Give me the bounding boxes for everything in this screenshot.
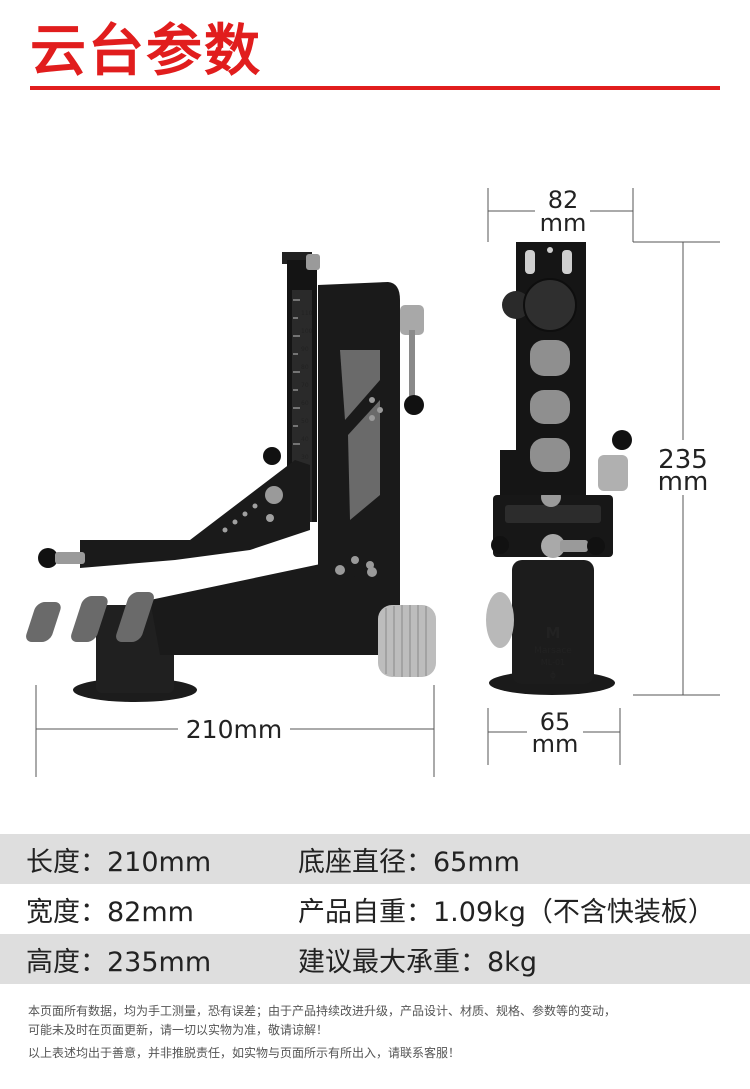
side-upper-lever-shaft	[409, 330, 415, 402]
spec-weight: 产品自重：1.09kg（不含快装板）	[298, 896, 715, 928]
side-scale-tick-110: 110	[301, 310, 313, 317]
front-clamp-ball-left	[491, 536, 509, 554]
front-clamp-knob	[541, 534, 565, 558]
front-plate-slot-right	[562, 250, 572, 274]
front-clamp-plate	[505, 505, 601, 523]
side-left-ball-knob	[38, 548, 58, 568]
side-upper-ball-knob	[404, 395, 424, 415]
front-top-knob	[523, 278, 577, 332]
side-base-body	[96, 605, 174, 693]
side-left-lever	[55, 552, 85, 564]
dim-height-unit: mm	[658, 467, 709, 497]
front-top-knob-back	[502, 291, 530, 319]
front-side-lever	[598, 455, 628, 491]
disclaimer-line-2: 可能未及时在页面更新，请一切以实物为准，敬请谅解！	[28, 1023, 329, 1037]
front-base-body	[512, 560, 594, 684]
spec-max-load: 建议最大承重：8kg	[298, 946, 537, 978]
front-plate-window-3	[530, 438, 570, 472]
side-scale-tick-30: 30	[301, 454, 309, 461]
dim-top-width-value: 82	[548, 186, 579, 214]
side-bracket-ball-knob	[263, 447, 281, 465]
page-title: 云台参数	[30, 19, 262, 84]
front-brand: Marsace	[534, 646, 572, 656]
side-scale-tick-80: 80	[301, 364, 309, 371]
front-view-gimbal-head: M Marsace ML-01 ϕ	[486, 242, 632, 695]
spec-base-diameter: 底座直径：65mm	[298, 846, 520, 878]
front-side-knob	[486, 592, 514, 648]
title-underline	[30, 86, 720, 90]
disclaimer-line-1: 本页面所有数据，均为手工测量，恐有误差；由于产品持续改进升级，产品设计、材质、规…	[28, 1004, 617, 1018]
spec-row: 宽度：82mm 产品自重：1.09kg（不含快装板）	[0, 884, 750, 934]
side-bracket-clamp	[265, 486, 283, 504]
disclaimer-notes: 本页面所有数据，均为手工测量，恐有误差；由于产品持续改进升级，产品设计、材质、规…	[28, 1002, 728, 1063]
side-scale-tick-100: 100	[301, 328, 313, 335]
front-brand-mark: M	[546, 624, 561, 642]
side-scale-tick-90: 90	[301, 346, 309, 353]
side-scale-tick-50: 50	[301, 418, 309, 425]
side-view-gimbal-head: 110 100 90 80 70 60 50 40 30 20 10 0	[26, 252, 436, 702]
dim-top-width-unit: mm	[540, 209, 587, 237]
side-upper-lever	[400, 305, 424, 335]
spec-table: 长度：210mm 底座直径：65mm 宽度：82mm 产品自重：1.09kg（不…	[0, 834, 750, 984]
dimension-lines	[35, 188, 720, 777]
spec-row: 高度：235mm 建议最大承重：8kg	[0, 934, 750, 984]
spec-height: 高度：235mm	[26, 946, 212, 978]
side-scale-tick-70: 70	[301, 382, 309, 389]
front-plate-window-1	[530, 340, 570, 376]
dim-base-unit: mm	[532, 730, 579, 758]
front-plate-window-2	[530, 390, 570, 424]
spec-row: 长度：210mm 底座直径：65mm	[0, 834, 750, 884]
front-symbol: ϕ	[550, 671, 556, 681]
front-plate-hole	[547, 247, 553, 253]
front-clamp-lever	[560, 540, 588, 552]
spec-width: 宽度：82mm	[26, 896, 194, 928]
side-top-knob	[306, 254, 320, 270]
disclaimer-line-3: 以上表述均出于善意，并非推脱责任，如实物与页面所示有所出入，请联系客服！	[28, 1046, 461, 1060]
spec-length: 长度：210mm	[26, 846, 212, 878]
side-lens-bracket	[80, 460, 310, 568]
side-main-knob	[378, 605, 436, 677]
dim-height-value: 235	[658, 445, 708, 475]
front-model: ML-01	[541, 658, 565, 667]
front-plate-slot-left	[525, 250, 535, 274]
dim-side-width: 210mm	[186, 715, 282, 744]
front-side-ball-knob	[612, 430, 632, 450]
side-scale-tick-60: 60	[301, 400, 309, 407]
front-clamp-ball-right	[587, 537, 605, 555]
side-lower-arm	[150, 562, 400, 655]
product-diagram: 110 100 90 80 70 60 50 40 30 20 10 0	[26, 186, 720, 777]
side-scale-tick-40: 40	[301, 436, 309, 443]
dim-base-value: 65	[540, 708, 571, 736]
